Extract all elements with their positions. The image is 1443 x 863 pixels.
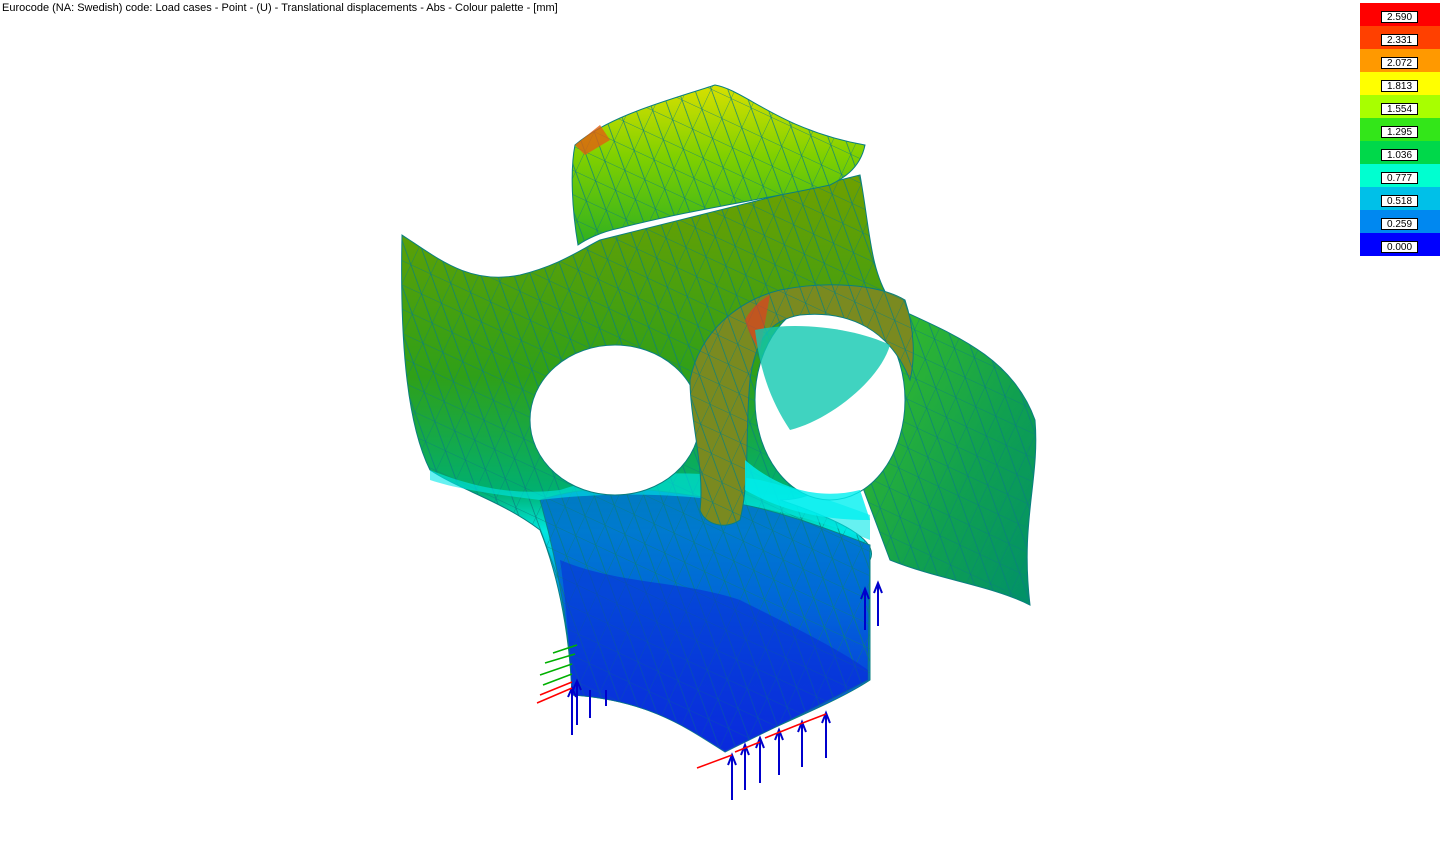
legend-value: 0.259	[1381, 218, 1418, 230]
legend-value: 2.331	[1381, 34, 1418, 46]
legend-value: 0.518	[1381, 195, 1418, 207]
result-title: Eurocode (NA: Swedish) code: Load cases …	[2, 2, 558, 14]
support-arrows	[567, 580, 883, 800]
legend-row: 2.331	[1360, 26, 1440, 49]
legend-value: 1.036	[1381, 149, 1418, 161]
legend-value: 0.777	[1381, 172, 1418, 184]
legend-value: 0.000	[1381, 241, 1418, 253]
max-displacement-zone	[575, 125, 610, 155]
legend-row: 1.813	[1360, 72, 1440, 95]
legend-row: 1.554	[1360, 95, 1440, 118]
legend-value: 1.295	[1381, 126, 1418, 138]
legend-row: 0.518	[1360, 187, 1440, 210]
legend-value: 1.554	[1381, 103, 1418, 115]
legend-row: 1.036	[1360, 141, 1440, 164]
legend-row: 0.259	[1360, 210, 1440, 233]
legend-row: 0.777	[1360, 164, 1440, 187]
legend-row: 2.072	[1360, 49, 1440, 72]
load-arrows	[536, 644, 827, 769]
legend-value: 2.072	[1381, 57, 1418, 69]
shell-lower-block-dark	[560, 560, 868, 752]
legend-value: 1.813	[1381, 80, 1418, 92]
legend-row: 1.295	[1360, 118, 1440, 141]
mesh-overlay	[572, 85, 865, 245]
inner-surface	[755, 325, 890, 430]
legend-value: 2.590	[1381, 11, 1418, 23]
mesh-overlay	[860, 300, 1036, 605]
legend-row: 2.590	[1360, 3, 1440, 26]
opening-left	[529, 344, 701, 496]
colour-palette-legend[interactable]: 2.590 2.331 2.072 1.813 1.554 1.295 1.036 0.777…	[1360, 3, 1440, 256]
high-displacement-zone	[745, 295, 770, 350]
inner-surface-cyan	[745, 460, 870, 520]
legend-row: 0.000	[1360, 233, 1440, 256]
